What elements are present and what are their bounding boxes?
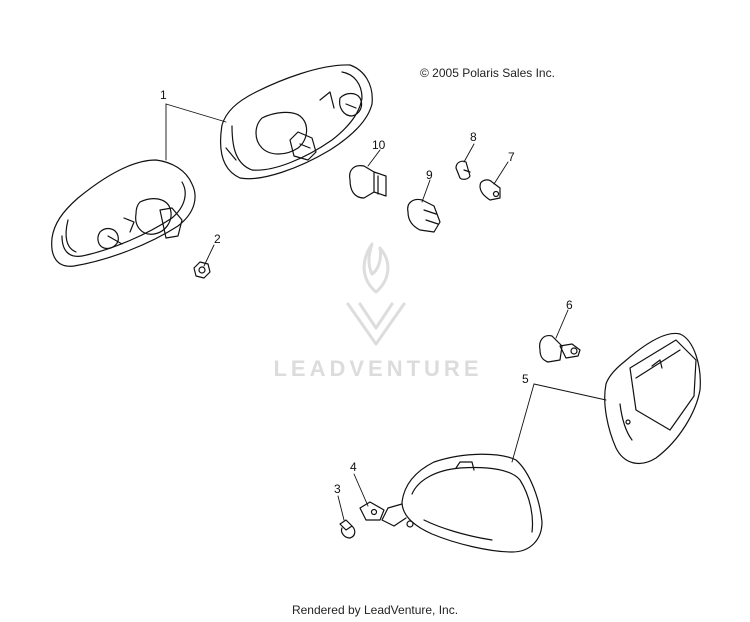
- callout-10: 10: [372, 138, 386, 152]
- callout-6: 6: [566, 298, 573, 312]
- clip-part-4: [359, 501, 385, 521]
- headlight-bulb-part-6: [539, 335, 581, 363]
- callout-2: 2: [214, 232, 221, 246]
- socket-part-7: [479, 179, 501, 201]
- leader-lines: [165, 103, 607, 521]
- callout-1: 1: [160, 88, 167, 102]
- screw-part-3: [339, 519, 356, 539]
- taillight-upper: [219, 64, 373, 180]
- headlight-left: [381, 453, 543, 553]
- bulb-part-10: [349, 165, 387, 199]
- callout-7: 7: [508, 150, 515, 164]
- leadventure-logo-icon: [346, 242, 406, 346]
- callout-8: 8: [470, 130, 477, 144]
- nut-part-2: [193, 261, 211, 279]
- callout-9: 9: [426, 168, 433, 182]
- socket-part-9: [407, 198, 441, 233]
- watermark-text: LEADVENTURE: [273, 356, 483, 381]
- callout-5: 5: [522, 372, 529, 386]
- bulb-part-8: [455, 160, 471, 180]
- headlight-right: [604, 332, 701, 465]
- callout-3: 3: [334, 482, 341, 496]
- callout-4: 4: [350, 460, 357, 474]
- copyright-text: © 2005 Polaris Sales Inc.: [420, 66, 555, 80]
- taillight-lower: [51, 159, 196, 267]
- footer-credit: Rendered by LeadVenture, Inc.: [291, 603, 459, 617]
